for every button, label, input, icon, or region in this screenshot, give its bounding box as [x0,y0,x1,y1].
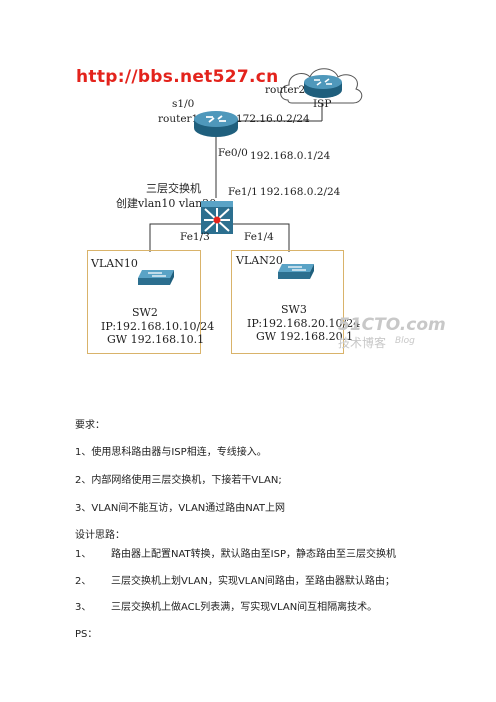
router1-icon [194,111,238,137]
design-item: 1、 路由器上配置NAT转换，默认路由至ISP，静态路由至三层交换机 [75,545,396,560]
l3switch-subtitle: 创建vlan10 vlan20 [116,197,217,210]
l3switch-port-left: Fe1/3 [180,231,210,243]
requirements-heading: 要求： [75,420,105,431]
l3switch-ip-label: 192.168.0.2/24 [260,186,341,198]
vlan20-box [231,250,344,354]
design-item: 3、 三层交换机上做ACL列表满，写实现VLAN间互相隔离技术。 [75,598,377,613]
router2-label: router2 [265,84,306,96]
sw2-label: SW2 [132,306,158,319]
router1-label: router1 [158,113,199,125]
design-item-text: 三层交换机上做ACL列表满，写实现VLAN间互相隔离技术。 [111,602,378,613]
sw3-gw: GW 192.168.20.1 [256,330,354,343]
l3switch-port-label: Fe1/1 [228,186,258,198]
requirement-item: 2、内部网络使用三层交换机，下接若干VLAN; [75,475,282,486]
watermark-blog-en: Blog [395,336,415,346]
isp-label: ISP [313,98,332,110]
sw2-ip: IP:192.168.10.10/24 [101,320,215,333]
sw2-gw: GW 192.168.10.1 [107,333,205,346]
ps-label: PS： [75,629,98,640]
watermark-url: http://bbs.net527.cn [76,67,279,87]
requirement-item: 1、使用思科路由器与ISP相连，专线接入。 [75,447,267,458]
vlan20-label: VLAN20 [236,254,283,267]
requirement-item: 3、VLAN间不能互访，VLAN通过路由NAT上网 [75,503,285,514]
design-item-number: 1、 [75,549,92,560]
vlan10-box [87,250,201,354]
link-lines [149,103,323,252]
sw2-icon [138,270,174,285]
sw3-label: SW3 [281,303,307,316]
router2-icon [304,75,342,98]
router1-link-net: 172.16.0.2/24 [236,113,310,125]
l3switch-icon [201,201,233,234]
design-item: 2、 三层交换机上划VLAN，实现VLAN间路由，至路由器默认路由； [75,572,395,587]
watermark-51cto: 51CTO.com [338,315,446,335]
design-item-number: 3、 [75,602,92,613]
uplink-ip-label: 192.168.0.1/24 [250,150,331,162]
link-l3switch-sw3 [232,223,290,252]
watermark-blog-cn: 技术博客 [338,336,387,350]
l3switch-port-right: Fe1/4 [244,231,274,243]
link-l3switch-sw2 [149,223,202,252]
sw3-ip: IP:192.168.20.10/24 [247,317,361,330]
design-item-text: 路由器上配置NAT转换，默认路由至ISP，静态路由至三层交换机 [111,549,396,560]
design-item-text: 三层交换机上划VLAN，实现VLAN间路由，至路由器默认路由； [111,576,395,587]
design-item-number: 2、 [75,576,92,587]
sw3-icon [278,264,314,279]
design-heading: 设计思路： [75,530,125,541]
uplink-port-label: Fe0/0 [218,147,248,159]
l3switch-title: 三层交换机 [146,182,201,195]
vlan10-label: VLAN10 [91,257,138,270]
router1-port-label: s1/0 [172,98,195,110]
